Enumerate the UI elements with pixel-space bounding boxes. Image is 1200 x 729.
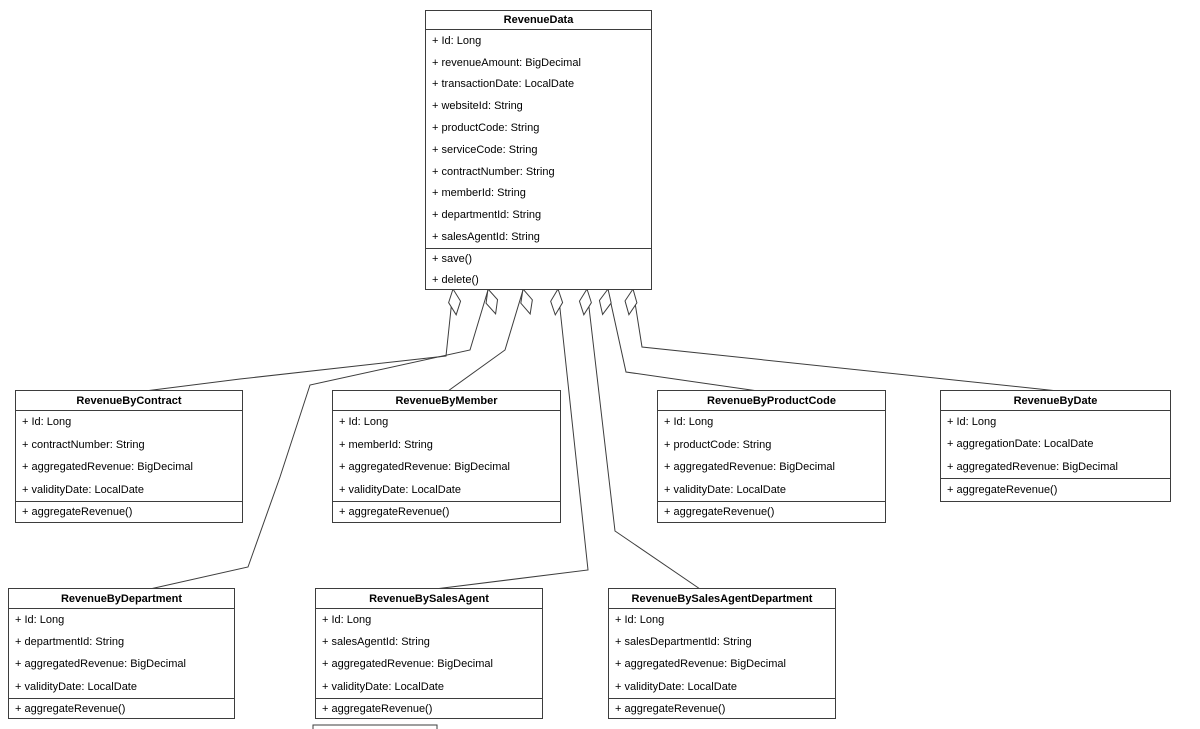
attribute: + Id: Long (339, 416, 389, 429)
class-revenuebyproductcode: RevenueByProductCode + Id: Long + produc… (657, 390, 886, 523)
attribute: + Id: Long (432, 34, 482, 47)
aggregation-link-revenuebyproductcode (607, 289, 759, 392)
method: + aggregateRevenue() (664, 506, 775, 519)
attribute: + revenueAmount: BigDecimal (432, 56, 581, 69)
attribute: + salesAgentId: String (322, 636, 430, 649)
attribute: + aggregatedRevenue: BigDecimal (15, 658, 186, 671)
attribute: + contractNumber: String (22, 438, 145, 451)
attribute: + productCode: String (664, 438, 772, 451)
class-title: RevenueByMember (333, 391, 560, 411)
attribute: + Id: Long (615, 614, 665, 627)
attribute: + aggregatedRevenue: BigDecimal (339, 461, 510, 474)
class-title: RevenueByDate (941, 391, 1170, 411)
aggregation-link-revenuebysalesagent (434, 289, 589, 590)
attribute: + memberId: String (432, 187, 526, 200)
clipped-box-edge (312, 724, 438, 729)
attribute: + departmentId: String (432, 209, 542, 222)
aggregation-diamond-icon (598, 287, 612, 316)
aggregation-diamond-icon (578, 287, 592, 316)
aggregation-diamond-icon (550, 287, 564, 317)
attribute: + aggregatedRevenue: BigDecimal (664, 461, 835, 474)
attribute: + aggregatedRevenue: BigDecimal (947, 460, 1118, 473)
aggregation-diamond-icon (624, 287, 638, 316)
method: + aggregateRevenue() (339, 506, 450, 519)
class-revenuebysalesagentdepartment: RevenueBySalesAgentDepartment + Id: Long… (608, 588, 836, 719)
attribute: + aggregatedRevenue: BigDecimal (322, 658, 493, 671)
method: + save() (432, 253, 473, 266)
class-title: RevenueData (426, 11, 651, 30)
attribute: + aggregatedRevenue: BigDecimal (615, 658, 786, 671)
aggregation-diamond-icon (448, 287, 462, 316)
attribute: + departmentId: String (15, 636, 125, 649)
attribute: + transactionDate: LocalDate (432, 78, 575, 91)
class-revenuebydate: RevenueByDate + Id: Long + aggregationDa… (940, 390, 1171, 502)
aggregation-link-revenuebymember (447, 289, 524, 392)
class-title: RevenueByDepartment (9, 589, 234, 609)
method: + aggregateRevenue() (322, 702, 433, 715)
attribute: + Id: Long (947, 416, 997, 429)
class-revenuebymember: RevenueByMember + Id: Long + memberId: S… (332, 390, 561, 523)
aggregation-link-revenuebysalesagentdepartment (586, 289, 701, 590)
method: + aggregateRevenue() (15, 702, 126, 715)
aggregation-link-revenuebydepartment (149, 289, 489, 590)
aggregation-link-revenuebycontract (144, 289, 454, 392)
attribute: + Id: Long (664, 416, 714, 429)
aggregation-diamond-icon (520, 287, 533, 316)
aggregation-diamond-icon (485, 287, 499, 316)
attribute: + validityDate: LocalDate (22, 484, 144, 497)
class-title: RevenueByProductCode (658, 391, 885, 411)
attribute: + Id: Long (22, 416, 72, 429)
attribute: + serviceCode: String (432, 143, 538, 156)
attribute: + validityDate: LocalDate (15, 680, 137, 693)
class-revenuebycontract: RevenueByContract + Id: Long + contractN… (15, 390, 243, 523)
attribute: + websiteId: String (432, 100, 523, 113)
attribute: + memberId: String (339, 438, 433, 451)
method: + aggregateRevenue() (615, 702, 726, 715)
attribute: + contractNumber: String (432, 165, 555, 178)
attribute: + aggregatedRevenue: BigDecimal (22, 461, 193, 474)
class-revenuebydepartment: RevenueByDepartment + Id: Long + departm… (8, 588, 235, 719)
class-title: RevenueBySalesAgentDepartment (609, 589, 835, 609)
attribute: + salesDepartmentId: String (615, 636, 752, 649)
attribute: + Id: Long (15, 614, 65, 627)
attribute: + Id: Long (322, 614, 372, 627)
class-revenuebysalesagent: RevenueBySalesAgent + Id: Long + salesAg… (315, 588, 543, 719)
attribute: + aggregationDate: LocalDate (947, 438, 1094, 451)
class-revenuedata: RevenueData + Id: Long + revenueAmount: … (425, 10, 652, 290)
class-title: RevenueBySalesAgent (316, 589, 542, 609)
method: + aggregateRevenue() (22, 506, 133, 519)
method: + aggregateRevenue() (947, 484, 1058, 497)
class-title: RevenueByContract (16, 391, 242, 411)
attribute: + validityDate: LocalDate (339, 484, 461, 497)
attribute: + validityDate: LocalDate (615, 680, 737, 693)
attribute: + productCode: String (432, 122, 540, 135)
attribute: + validityDate: LocalDate (664, 484, 786, 497)
method: + delete() (432, 273, 479, 286)
aggregation-link-revenuebydate (632, 289, 1059, 392)
attribute: + salesAgentId: String (432, 231, 540, 244)
attribute: + validityDate: LocalDate (322, 680, 444, 693)
